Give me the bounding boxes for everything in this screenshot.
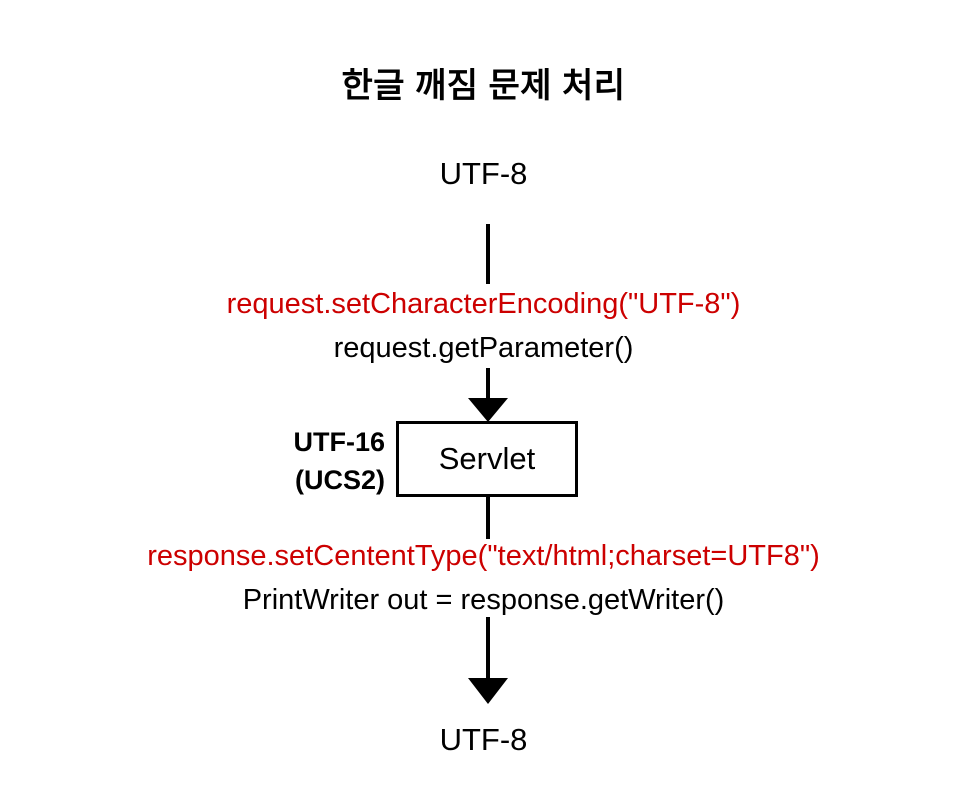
page-title: 한글 깨짐 문제 처리	[341, 67, 626, 105]
response-set-content-type-code: response.setCententType("text/html;chars…	[147, 540, 820, 572]
top-encoding-label: UTF-8	[439, 156, 528, 191]
arrow-down-to-output-head-icon	[468, 678, 508, 704]
utf16-side-label-line1: UTF-16	[293, 427, 385, 457]
request-get-parameter-code: request.getParameter()	[333, 332, 634, 364]
arrow-down-to-servlet-shaft	[486, 368, 490, 404]
connector-line-from-servlet	[486, 497, 490, 539]
connector-line-top	[486, 224, 490, 284]
servlet-node: Servlet	[396, 421, 578, 497]
servlet-node-label: Servlet	[438, 441, 536, 476]
bottom-encoding-label: UTF-8	[439, 722, 528, 757]
request-set-character-encoding-code: request.setCharacterEncoding("UTF-8")	[226, 288, 741, 320]
print-writer-code: PrintWriter out = response.getWriter()	[242, 584, 725, 616]
arrow-down-to-servlet-head-icon	[468, 398, 508, 422]
utf16-side-label-line2: (UCS2)	[294, 465, 385, 495]
utf16-side-label: UTF-16 (UCS2)	[185, 423, 385, 499]
arrow-down-to-output-shaft	[486, 617, 490, 683]
